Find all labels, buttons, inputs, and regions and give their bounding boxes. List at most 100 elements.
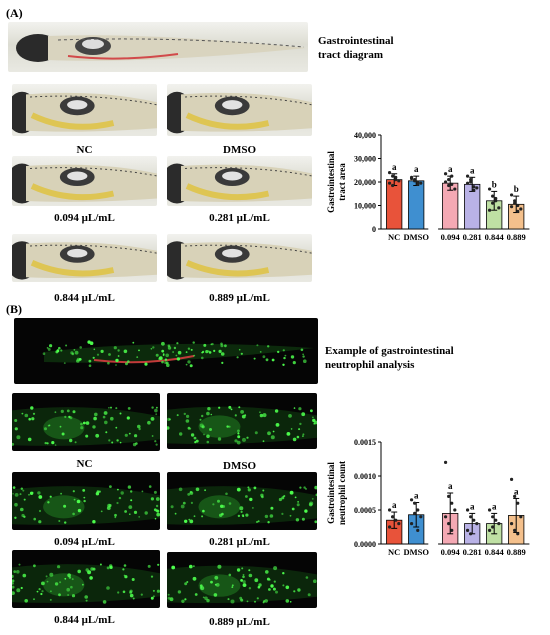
- fluor-image-0281: [167, 472, 317, 530]
- fluor-image-dmso: [167, 393, 317, 449]
- data-point: [513, 528, 517, 532]
- x-tick-label: 0.889: [507, 232, 526, 242]
- bar-DMSO: [408, 180, 425, 230]
- y-tick-label: 40,000: [354, 131, 376, 140]
- data-point: [416, 528, 420, 532]
- gi-neutrophil-count-chart: Gastrointestinalneutrophil count 0.0000 0.…: [326, 438, 530, 557]
- caption-dmso-b: DMSO: [223, 460, 256, 472]
- fluorescent-larva-drawing: [42, 340, 314, 368]
- data-point: [472, 518, 476, 522]
- x-tick-label: 0.281: [463, 547, 482, 557]
- data-point: [397, 522, 401, 526]
- caption-nc-a: NC: [76, 144, 93, 156]
- data-point: [419, 181, 423, 185]
- larva-image-0844: [12, 234, 157, 282]
- fluor-image-0889: [167, 552, 317, 608]
- caption-0889-a: 0.889 μL/mL: [209, 292, 270, 304]
- x-tick-label: 0.094: [441, 232, 461, 242]
- data-point: [450, 528, 454, 532]
- larva-image-0889: [167, 234, 312, 282]
- data-point: [497, 206, 501, 210]
- data-point: [513, 494, 517, 498]
- data-point: [487, 508, 492, 512]
- data-point: [465, 508, 470, 512]
- data-point: [513, 201, 517, 205]
- data-point: [453, 508, 457, 512]
- data-point: [475, 186, 479, 190]
- data-point: [413, 501, 417, 505]
- y-tick-label: 10,000: [354, 202, 376, 211]
- data-point: [487, 528, 492, 532]
- caption-0844-b: 0.844 μL/mL: [54, 614, 115, 626]
- y-tick-label: 0: [372, 225, 376, 234]
- data-point: [391, 183, 395, 188]
- data-point: [491, 194, 495, 198]
- neutrophil-diagram-image: [14, 318, 318, 384]
- data-point: [394, 175, 398, 179]
- data-point: [509, 522, 514, 526]
- caption-0094-b: 0.094 μL/mL: [54, 536, 115, 548]
- data-point: [516, 532, 520, 536]
- y-axis-label: Gastrointestinalneutrophil count: [326, 461, 347, 525]
- zebrafish-larva-drawing: [16, 34, 306, 62]
- larva-image-0094: [12, 156, 157, 206]
- y-tick-label: 20,000: [354, 178, 376, 187]
- data-point: [391, 174, 395, 178]
- data-point: [494, 199, 498, 203]
- panel-b-diagram-note: Example of gastrointestinal neutrophil a…: [325, 344, 454, 372]
- data-point: [409, 498, 414, 502]
- data-point: [413, 179, 417, 183]
- significance-letter: a: [392, 162, 397, 172]
- significance-letter: a: [492, 501, 497, 511]
- panel-a-diagram-note: Gastrointestinal tract diagram: [318, 34, 394, 62]
- data-point: [487, 208, 492, 212]
- note-line: tract diagram: [318, 49, 384, 61]
- data-point: [516, 203, 520, 208]
- data-point: [443, 180, 448, 184]
- x-tick-label: 0.889: [507, 547, 526, 557]
- fluor-image-0844: [12, 550, 160, 608]
- data-point: [387, 171, 392, 175]
- y-tick-label: 0.0010: [354, 472, 376, 481]
- larva-image-dmso: [167, 84, 312, 136]
- y-tick-label: 0.0000: [354, 540, 376, 549]
- data-point: [513, 199, 517, 203]
- data-point: [469, 532, 473, 536]
- y-tick-label: 30,000: [354, 155, 376, 164]
- data-point: [447, 178, 451, 182]
- data-point: [447, 494, 451, 498]
- data-point: [487, 187, 492, 191]
- data-point: [447, 183, 451, 188]
- x-tick-label: 0.281: [463, 232, 482, 242]
- significance-letter: a: [448, 481, 453, 491]
- x-tick-label: DMSO: [403, 232, 429, 242]
- data-point: [509, 193, 514, 197]
- data-point: [413, 511, 417, 515]
- data-point: [509, 477, 514, 481]
- caption-0844-a: 0.844 μL/mL: [54, 292, 115, 304]
- data-point: [469, 178, 473, 182]
- x-tick-label: DMSO: [403, 547, 429, 557]
- data-point: [387, 181, 392, 185]
- gi-tract-area-chart: Gastrointestinaltract area 0 10,000 20,000 3…: [326, 131, 530, 242]
- fluor-image-0094: [12, 472, 160, 530]
- data-point: [491, 515, 495, 519]
- significance-letter: a: [414, 491, 419, 501]
- data-point: [391, 515, 395, 519]
- data-point: [469, 515, 473, 519]
- data-point: [516, 501, 520, 505]
- note-line: Example of gastrointestinal: [325, 345, 454, 357]
- y-tick-label: 0.0015: [354, 438, 376, 447]
- data-point: [519, 207, 523, 211]
- gi-tract-diagram-image: [8, 22, 308, 72]
- data-point: [450, 501, 454, 505]
- significance-letter: a: [470, 501, 475, 511]
- x-tick-label: NC: [388, 232, 400, 242]
- caption-dmso-a: DMSO: [223, 144, 256, 156]
- data-point: [509, 205, 514, 209]
- data-point: [494, 518, 498, 522]
- x-tick-label: 0.094: [441, 547, 461, 557]
- y-axis-label: Gastrointestinaltract area: [326, 151, 347, 213]
- data-point: [450, 182, 454, 186]
- data-point: [409, 522, 414, 526]
